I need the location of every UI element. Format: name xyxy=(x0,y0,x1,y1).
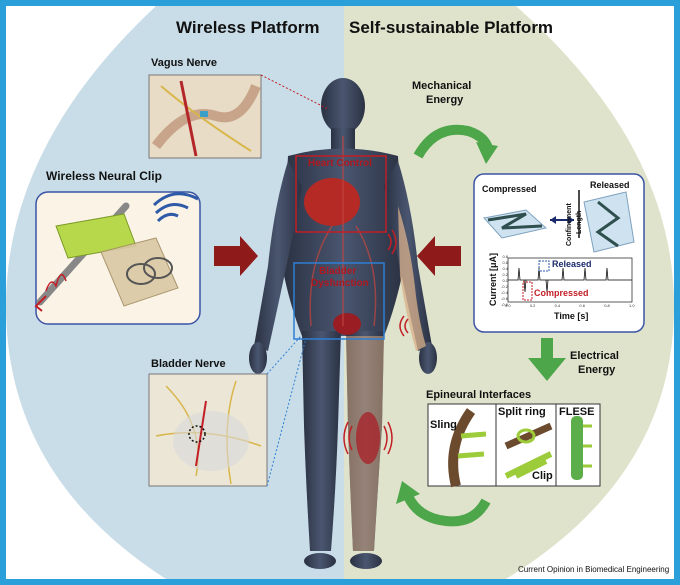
label-wireless-neural-clip: Wireless Neural Clip xyxy=(46,169,162,183)
graph-xlabel: Time [s] xyxy=(554,311,589,321)
right-arm-overlay xyxy=(398,206,426,351)
graph-ytick: 0.8 xyxy=(502,254,508,259)
label-epineural-interfaces: Epineural Interfaces xyxy=(426,389,532,401)
bladder-nerve-inset xyxy=(148,373,268,487)
epineural-panel xyxy=(427,403,601,488)
graph-xtick: 1.0 xyxy=(629,303,635,308)
mechanical-green-arrow xyxy=(413,124,493,159)
label-heart-control: Heart Control xyxy=(308,158,372,169)
graph-xtick: 0.0 xyxy=(505,303,511,308)
current-trace xyxy=(508,267,632,281)
bladder-leader-2 xyxy=(266,337,307,487)
label-compressed: Compressed xyxy=(482,184,537,194)
bladder-organ xyxy=(333,313,361,335)
title-wireless-platform: Wireless Platform xyxy=(176,18,320,37)
current-graph xyxy=(507,257,633,303)
wireless-waves-icon xyxy=(152,192,199,223)
figure-graphics xyxy=(6,6,674,579)
label-clip: Clip xyxy=(532,470,553,482)
vessels xyxy=(309,136,377,327)
label-mechanical: Mechanical xyxy=(412,80,472,92)
label-electrical: Electrical xyxy=(570,350,619,362)
label-flese: FLESE xyxy=(559,406,595,418)
graph-xtick: 0.6 xyxy=(579,303,585,308)
bladder-leader-1 xyxy=(266,335,302,375)
graph-xtick: 0.8 xyxy=(604,303,610,308)
bladder-dysfunction-box xyxy=(293,262,385,340)
return-green-arrowhead xyxy=(396,481,420,504)
graph-label-compressed: Compressed xyxy=(534,288,589,298)
right-red-arrow xyxy=(417,236,461,276)
graph-ytick: -0.6 xyxy=(501,296,508,301)
graph-xtick: 0.4 xyxy=(554,303,561,308)
label-confinement-length: Length xyxy=(576,210,583,234)
graph-label-released: Released xyxy=(552,259,592,269)
vagus-leader xyxy=(260,74,329,110)
leg-muscle xyxy=(356,412,380,464)
muscle-emission-arcs xyxy=(343,229,409,455)
label-confinement: Confinement xyxy=(566,203,573,246)
vagus-nerve-inset xyxy=(148,74,262,159)
graph-ytick: -0.8 xyxy=(501,302,508,307)
graph-ytick: -0.2 xyxy=(501,284,508,289)
graph-ytick: 0.0 xyxy=(502,278,508,283)
graph-xticks: 0.0 0.2 0.4 0.6 0.8 1.0 xyxy=(505,303,635,309)
title-self-sustainable-platform: Self-sustainable Platform xyxy=(349,18,554,37)
heart-control-box xyxy=(295,155,387,233)
current-trace-negative xyxy=(523,279,549,293)
graph-ytick: 0.4 xyxy=(502,266,508,271)
label-split-ring: Split ring xyxy=(498,406,546,418)
heart xyxy=(304,178,360,226)
label-bladder-nerve: Bladder Nerve xyxy=(151,358,226,370)
wireless-clip-panel xyxy=(34,191,201,325)
label-sling: Sling xyxy=(430,419,457,431)
label-released: Released xyxy=(590,180,630,190)
label-bladder-line2: Dysfunction xyxy=(311,278,369,289)
label-vagus-nerve: Vagus Nerve xyxy=(151,57,218,69)
graph-ytick: -0.4 xyxy=(501,290,508,295)
graph-xtick: 0.2 xyxy=(529,303,536,308)
left-red-arrow xyxy=(214,236,258,276)
label-mechanical-energy: Energy xyxy=(426,94,464,106)
label-bladder-line1: Bladder xyxy=(319,266,357,277)
electrical-green-arrow xyxy=(528,338,566,381)
figure-canvas: Wireless Platform Self-sustainable Platf… xyxy=(6,6,674,579)
footer-credit: Current Opinion in Biomedical Engineerin… xyxy=(518,565,670,574)
graph-ytick: 0.6 xyxy=(502,260,508,265)
mechanical-green-arrowhead xyxy=(476,142,498,164)
graph-ytick: 0.2 xyxy=(502,272,508,277)
label-electrical-energy: Energy xyxy=(578,364,616,376)
return-green-arrow xyxy=(403,493,491,527)
